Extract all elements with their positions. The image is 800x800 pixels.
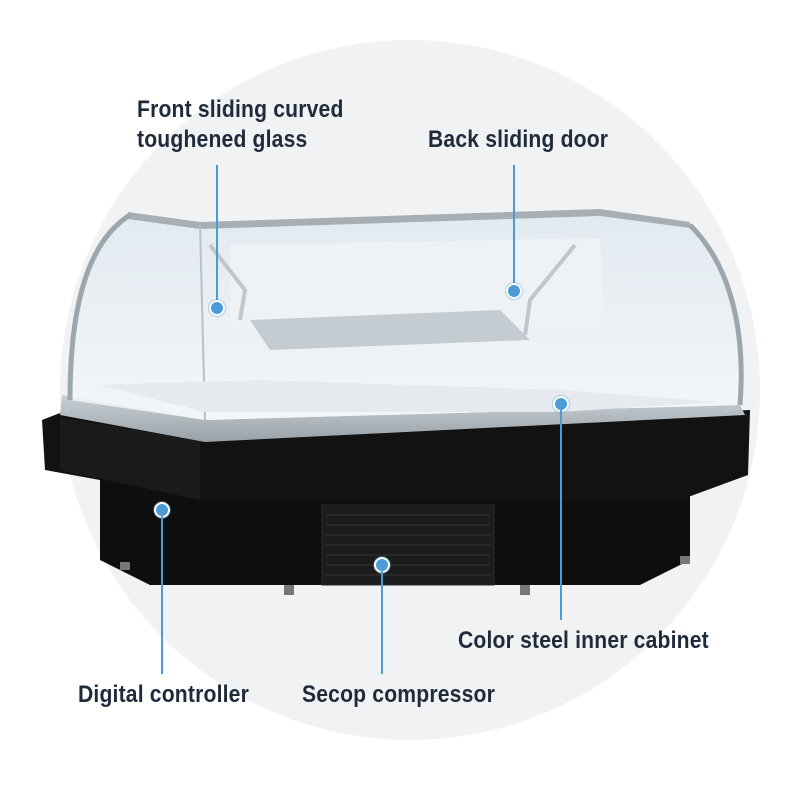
back-door-leader bbox=[513, 165, 515, 285]
inner-cabinet-label: Color steel inner cabinet bbox=[458, 627, 709, 654]
digital-controller-label: Digital controller bbox=[78, 681, 249, 708]
back-door-label: Back sliding door bbox=[428, 126, 609, 153]
compressor-label: Secop compressor bbox=[302, 681, 495, 708]
front-glass-dot bbox=[209, 300, 225, 316]
bumper-trim bbox=[60, 395, 745, 442]
front-glass-label: Front sliding curved toughened glass bbox=[137, 95, 344, 155]
interior-shelf bbox=[250, 310, 530, 350]
back-door-dot bbox=[506, 283, 522, 299]
front-glass-label-line2: toughened glass bbox=[137, 126, 308, 153]
digital-controller-leader bbox=[161, 516, 163, 674]
compressor-leader bbox=[381, 571, 383, 674]
front-glass-label-line1: Front sliding curved bbox=[137, 96, 344, 123]
inner-cabinet-leader bbox=[560, 410, 562, 620]
front-glass-leader bbox=[216, 165, 218, 303]
